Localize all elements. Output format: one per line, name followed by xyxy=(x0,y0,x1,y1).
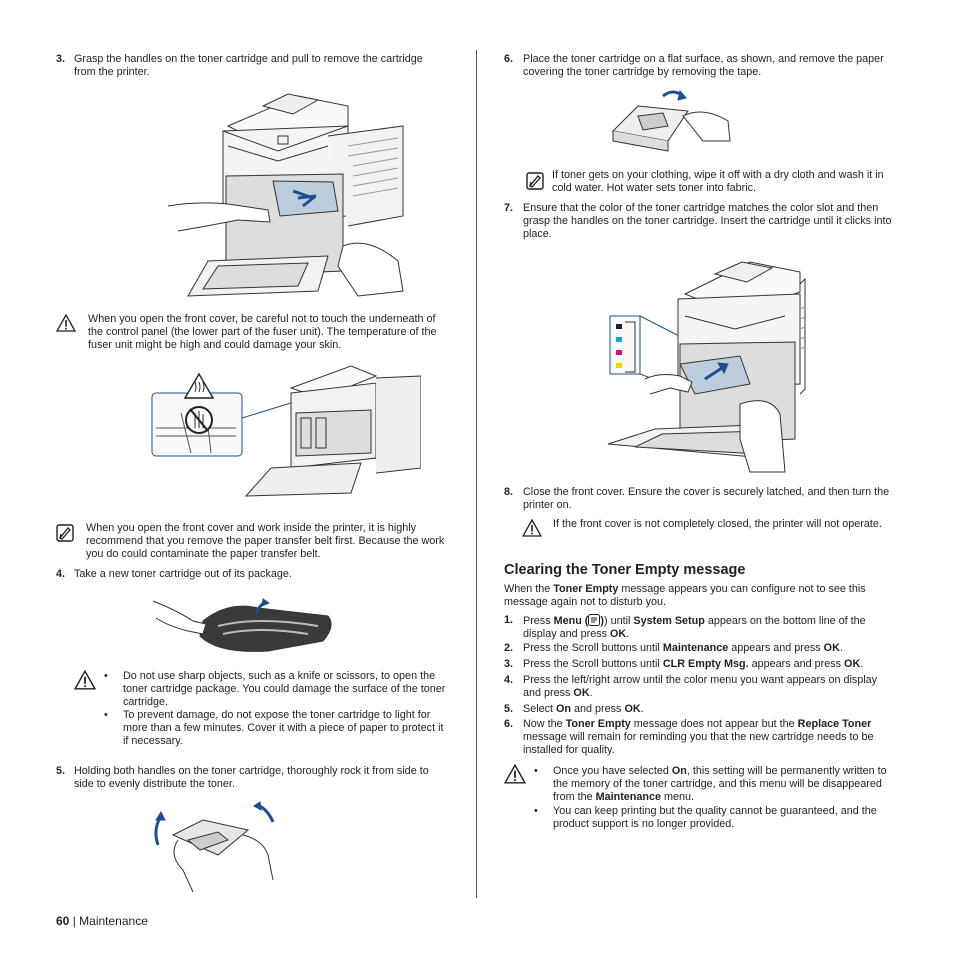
caution-bullet-quality: • You can keep printing but the quality … xyxy=(534,805,877,830)
section-name: Maintenance xyxy=(79,914,148,928)
caution-bullet-1: • Do not use sharp objects, such as a kn… xyxy=(104,670,446,708)
figure-fuser-warning xyxy=(151,365,421,497)
step-number: 5. xyxy=(56,765,66,777)
bullet-text: Do not use sharp objects, such as a knif… xyxy=(123,670,446,708)
list-item-3: 3. Press the Scroll buttons until CLR Em… xyxy=(504,658,864,670)
step-text: Ensure that the color of the toner cartr… xyxy=(523,202,892,241)
step-6: 6. Place the toner cartridge on a flat s… xyxy=(504,53,894,79)
note-icon xyxy=(526,172,544,190)
list-item-6: 6. Now the Toner Empty message does not … xyxy=(504,718,874,757)
figure-rock-cartridge xyxy=(154,801,275,893)
caution-icon xyxy=(74,670,96,690)
section-intro: When the Toner Empty message appears you… xyxy=(504,583,866,608)
step-number: 8. xyxy=(504,486,514,498)
bullet-text: To prevent damage, do not expose the ton… xyxy=(123,709,444,747)
list-item-1: 1. Press Menu ()) until System Setup app… xyxy=(504,614,866,641)
list-item-5: 5. Select On and press OK. xyxy=(504,703,644,715)
caution-fuser-text: When you open the front cover, be carefu… xyxy=(88,313,437,351)
step-8: 8. Close the front cover. Ensure the cov… xyxy=(504,486,896,512)
note-transfer-belt-text: When you open the front cover and work i… xyxy=(86,522,445,560)
figure-toner-package xyxy=(152,598,332,652)
step-text: Close the front cover. Ensure the cover … xyxy=(523,486,890,512)
caution-icon xyxy=(522,519,542,537)
step-3: 3. Grasp the handles on the toner cartri… xyxy=(56,53,446,79)
step-number: 3. xyxy=(56,53,66,65)
section-heading: Clearing the Toner Empty message xyxy=(504,562,746,578)
list-item-2: 2. Press the Scroll buttons until Mainte… xyxy=(504,642,843,654)
figure-insert-cartridge xyxy=(607,261,806,473)
figure-remove-tape xyxy=(611,89,731,152)
step-number: 7. xyxy=(504,202,514,214)
note-toner-clothing-text: If toner gets on your clothing, wipe it … xyxy=(552,169,884,194)
page-footer: 60 | Maintenance xyxy=(56,914,148,928)
caution-bullet-on-setting: • Once you have selected On, this settin… xyxy=(534,765,887,803)
caution-bullet-2: • To prevent damage, do not expose the t… xyxy=(104,709,446,747)
step-7: 7. Ensure that the color of the toner ca… xyxy=(504,202,896,242)
step-text: Take a new toner cartridge out of its pa… xyxy=(74,568,292,580)
menu-button-icon xyxy=(588,614,601,626)
step-4: 4. Take a new toner cartridge out of its… xyxy=(56,568,446,581)
page-number: 60 xyxy=(56,914,70,928)
step-text: Grasp the handles on the toner cartridge… xyxy=(74,53,423,79)
column-divider xyxy=(476,50,477,898)
caution-front-cover-text: If the front cover is not completely clo… xyxy=(553,518,882,530)
step-number: 6. xyxy=(504,53,514,65)
step-text: Holding both handles on the toner cartri… xyxy=(74,765,429,791)
step-number: 4. xyxy=(56,568,66,580)
caution-icon xyxy=(504,764,526,784)
note-icon xyxy=(56,524,74,542)
caution-icon xyxy=(56,314,76,332)
step-text: Place the toner cartridge on a flat surf… xyxy=(523,53,884,79)
step-5: 5. Holding both handles on the toner car… xyxy=(56,765,448,791)
list-item-4: 4. Press the left/right arrow until the … xyxy=(504,674,878,700)
figure-remove-cartridge xyxy=(167,93,404,297)
